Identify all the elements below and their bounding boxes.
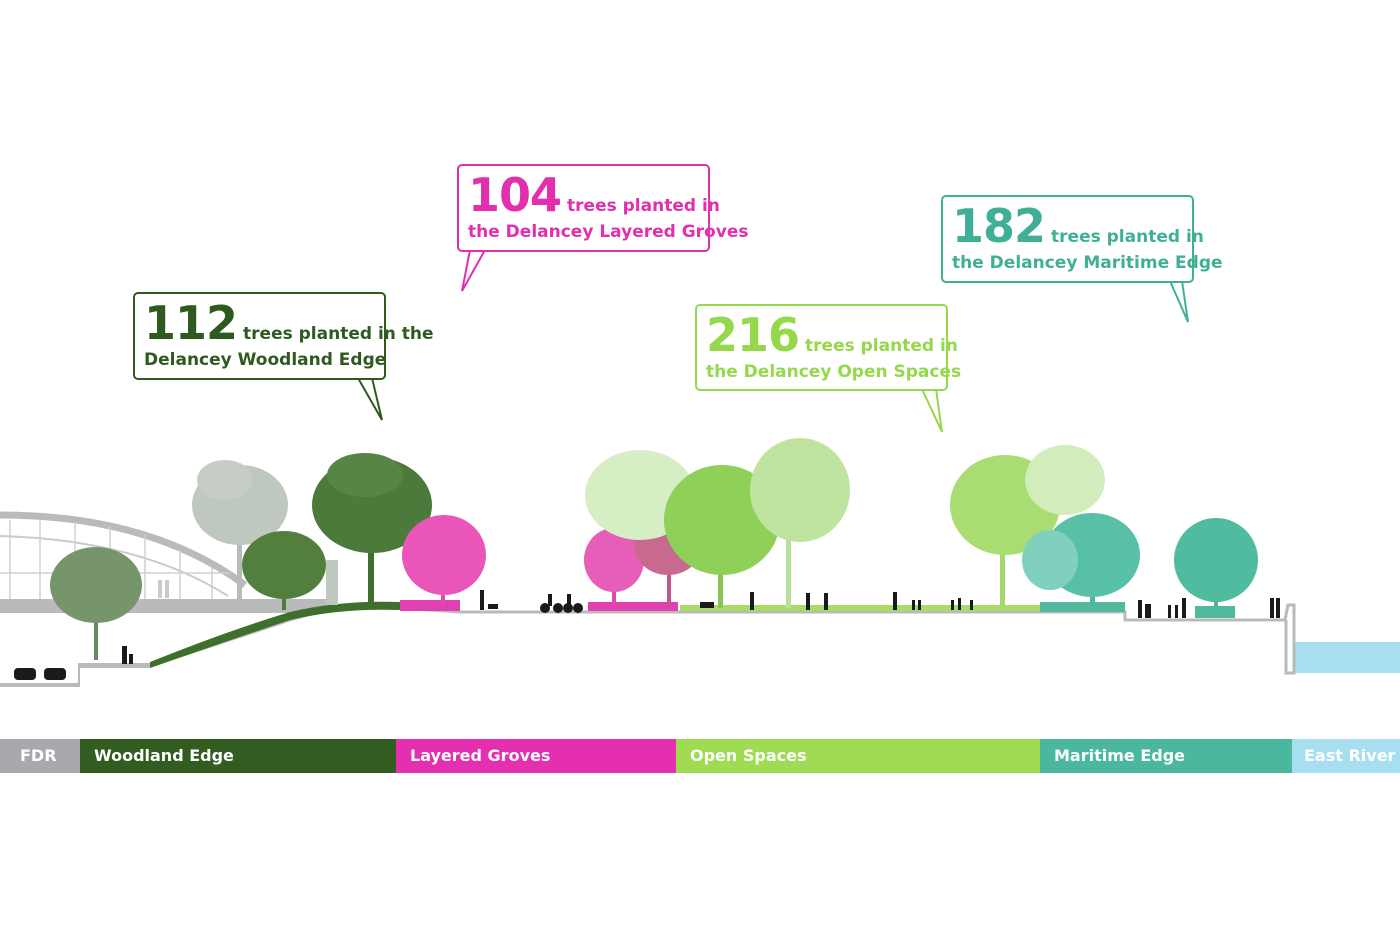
people-silhouettes — [14, 590, 1280, 680]
groves-planting-bed — [400, 600, 460, 611]
woodland-tree-count: 112 — [144, 296, 238, 350]
woodland-callout-line2: Delancey Woodland Edge — [144, 350, 387, 370]
maritime-trees — [1022, 513, 1258, 608]
zone-fdr: FDR — [0, 739, 80, 773]
zone-woodland-edge: Woodland Edge — [80, 739, 396, 773]
open-space-trees — [585, 438, 1105, 608]
maritime-callout-line2: the Delancey Maritime Edge — [952, 253, 1223, 273]
woodland-callout-tail — [357, 377, 383, 421]
maritime-callout-line1: trees planted in — [1051, 227, 1204, 247]
river-water — [1294, 642, 1400, 673]
open-callout-tail — [921, 388, 943, 433]
woodland-planting-bed — [150, 601, 400, 668]
groves-callout-line1: trees planted in — [567, 196, 720, 216]
maritime-callout-tail — [1169, 280, 1189, 323]
zone-layered-groves: Layered Groves — [396, 739, 676, 773]
maritime-tree-count: 182 — [952, 199, 1046, 253]
open-tree-count: 216 — [706, 308, 800, 362]
groves-callout-tail — [461, 249, 486, 292]
woodland-trees — [50, 453, 432, 660]
open-callout-line1: trees planted in — [805, 336, 958, 356]
zone-maritime-edge: Maritime Edge — [1040, 739, 1292, 773]
open-planting-bed — [680, 605, 1040, 611]
groves-tree-count: 104 — [468, 168, 562, 222]
zone-open-spaces: Open Spaces — [676, 739, 1040, 773]
woodland-callout-line1: trees planted in the — [243, 324, 434, 344]
groves-callout-line2: the Delancey Layered Groves — [468, 222, 749, 242]
maritime-planting-bed — [1040, 602, 1125, 612]
ground-line — [149, 603, 1296, 675]
zone-east-river: East River — [1292, 739, 1400, 773]
open-callout-line2: the Delancey Open Spaces — [706, 362, 962, 382]
